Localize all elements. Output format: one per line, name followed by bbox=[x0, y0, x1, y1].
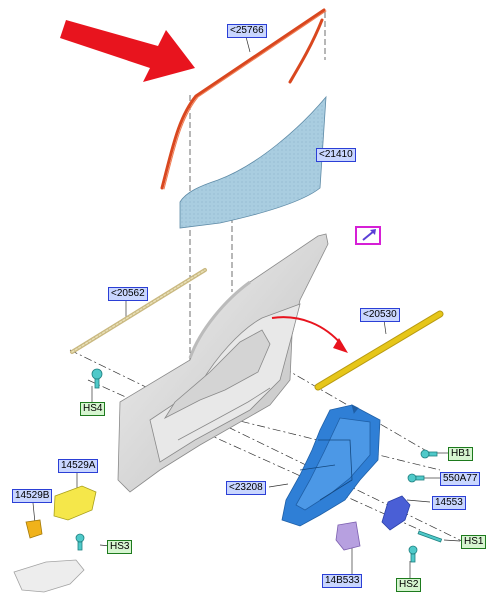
callout-HS2: HS2 bbox=[396, 578, 422, 592]
part-14B533-shape bbox=[335, 521, 361, 551]
part-14529A-shape bbox=[53, 485, 97, 521]
callout-inner-belt: <20562 bbox=[108, 287, 148, 301]
window-regulator bbox=[281, 404, 381, 527]
callout-HS4: HS4 bbox=[80, 402, 106, 416]
removal-direction-arrow bbox=[271, 316, 348, 353]
red-arrow-icon bbox=[60, 20, 195, 82]
inner-belt-weatherstrip bbox=[70, 268, 207, 354]
callout-14553: 14553 bbox=[432, 496, 466, 510]
callout-outer-belt: <20530 bbox=[360, 308, 400, 322]
window-glass-texture bbox=[180, 97, 326, 228]
callout-14529A: 14529A bbox=[58, 459, 99, 473]
callout-HS1: HS1 bbox=[461, 535, 487, 549]
callout-window-glass: <21410 bbox=[316, 148, 356, 162]
arrow-link-icon bbox=[355, 226, 381, 245]
callout-window-regulator: <23208 bbox=[226, 481, 266, 495]
callout-550A77: 550A77 bbox=[440, 472, 481, 486]
fasteners bbox=[75, 368, 443, 563]
callout-14B533: 14B533 bbox=[322, 574, 363, 588]
door-shell bbox=[117, 233, 329, 493]
callout-glass-run: <25766 bbox=[227, 24, 267, 38]
part-14529B-shape bbox=[25, 519, 43, 539]
callout-HB1: HB1 bbox=[448, 447, 474, 461]
callout-14529B: 14529B bbox=[12, 489, 53, 503]
bottom-trim-piece bbox=[13, 559, 85, 593]
outer-belt-weatherstrip bbox=[314, 310, 444, 391]
part-14553-shape bbox=[381, 495, 411, 531]
glass-run-channel bbox=[160, 8, 327, 190]
callout-HS3: HS3 bbox=[107, 540, 133, 554]
